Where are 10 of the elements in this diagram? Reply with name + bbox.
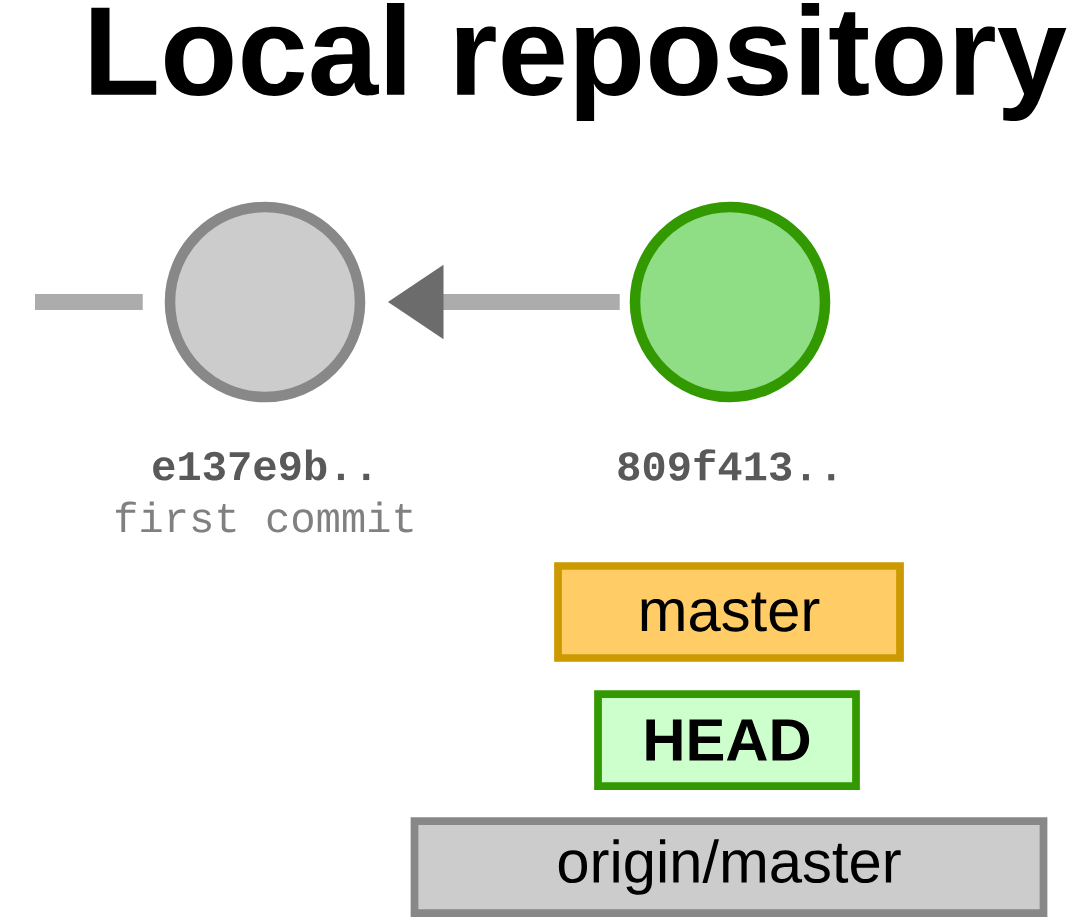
label-box: HEAD bbox=[594, 690, 860, 790]
label-box: master bbox=[554, 562, 904, 662]
commit-circle bbox=[164, 201, 366, 403]
commit-hash: 809f413.. bbox=[618, 449, 835, 481]
commit-message: first commit bbox=[116, 501, 413, 533]
title: Local repository bbox=[91, 3, 1067, 121]
label-box: origin/master bbox=[410, 817, 1048, 917]
commit-hash: e137e9b.. bbox=[153, 449, 370, 481]
line bbox=[35, 294, 143, 310]
commit-circle bbox=[629, 201, 831, 403]
